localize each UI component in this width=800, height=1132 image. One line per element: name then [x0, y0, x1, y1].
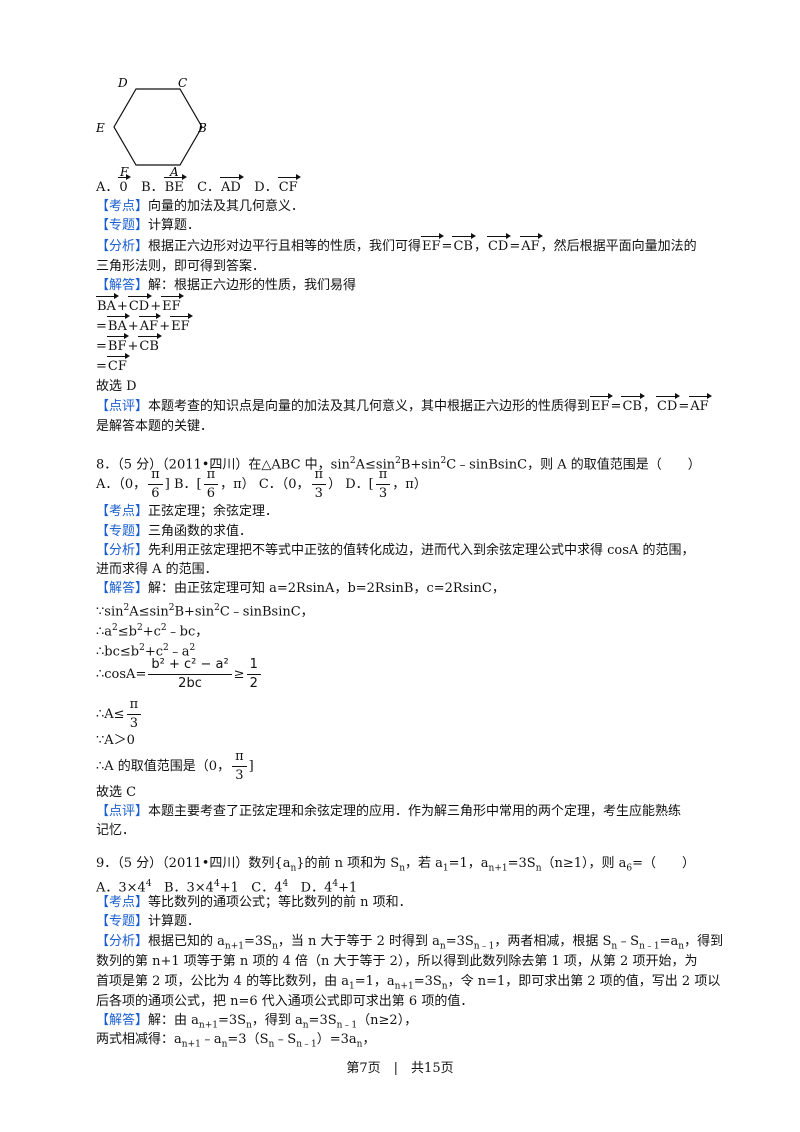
- label-A: A: [169, 165, 179, 179]
- q7-fenxi-1: 【分析】根据正六边形对边平行且相等的性质，我们可得EF=CB，CD=AF，然后根…: [96, 233, 697, 254]
- q7-kaodian: 【考点】向量的加法及其几何意义．: [96, 199, 305, 214]
- label-B: B: [197, 121, 207, 135]
- label-F: F: [119, 165, 129, 179]
- q8-jieda: 【解答】解：由正弦定理可知 a=2RsinA，b=2RsinB，c=2RsinC…: [96, 581, 505, 596]
- label-D: D: [117, 76, 128, 90]
- q8-line-2: ∴a2≤b2+c2﹣bc，: [96, 623, 209, 640]
- q9-zhuanti: 【专题】计算题．: [96, 914, 201, 929]
- q7-step-3: =BF+CB: [96, 333, 162, 354]
- q9-options: A．3×44 B．3×44+1 C．44 D．44+1: [96, 879, 358, 896]
- q9-fenxi-2: 数列的第 n+1 项等于第 n 项的 4 倍（n 大于等于 2），所以得到此数列…: [96, 954, 698, 969]
- q7-options: A．0 B．BE C．AD D．CF: [96, 174, 301, 195]
- q7-step-2: =BA+AF+EF: [96, 313, 193, 334]
- q9-kaodian: 【考点】等比数列的通项公式；等比数列的前 n 项和．: [96, 895, 412, 910]
- q7-answer: 故选 D: [96, 379, 137, 394]
- q7-step-4: =CF: [96, 353, 130, 374]
- q9-fenxi-4: 后各项的通项公式，把 n=6 代入通项公式即可求出第 6 项的值．: [96, 994, 474, 1009]
- q8-stem: 8．（5 分）（2011•四川）在△ABC 中，sin2A≤sin2B+sin2…: [96, 456, 701, 473]
- q7-dianping-2: 是解答本题的关键．: [96, 419, 214, 434]
- q8-fenxi-1: 【分析】先利用正弦定理把不等式中正弦的值转化成边，进而代入到余弦定理公式中求得 …: [96, 543, 695, 558]
- q8-zhuanti: 【专题】三角函数的求值．: [96, 524, 253, 539]
- q7-step-1: BA+CD+EF: [96, 293, 184, 314]
- q9-jieda-2: 两式相减得：an+1﹣an=3（Sn﹣Sn﹣1）=3an，: [96, 1032, 376, 1050]
- q7-jieda: 【解答】解：根据正六边形的性质，我们易得: [96, 278, 357, 293]
- label-E: E: [95, 121, 105, 135]
- page-footer: 第7页 | 共15页: [346, 1061, 454, 1076]
- q7-zhuanti: 【专题】计算题．: [96, 218, 201, 233]
- label-C: C: [178, 76, 187, 90]
- q8-dianping-2: 记忆．: [96, 823, 136, 838]
- q7-fenxi-2: 三角形法则，即可得到答案．: [96, 259, 266, 274]
- hexagon-figure: D C E B F A: [95, 76, 207, 179]
- q8-a-gt: ∵A＞0: [96, 733, 135, 748]
- q8-line-3: ∴bc≤b2+c2﹣a2: [96, 643, 196, 660]
- q8-dianping-1: 【点评】本题主要考查了正弦定理和余弦定理的应用．作为解三角形中常用的两个定理，考…: [96, 804, 682, 819]
- q9-fenxi-1: 【分析】根据已知的 an+1=3Sn，当 n 大于等于 2 时得到 an=3Sn…: [96, 934, 724, 952]
- hexagon-shape: [113, 88, 203, 166]
- q9-jieda-1: 【解答】解：由 an+1=3Sn，得到 an=3Sn﹣1（n≥2），: [96, 1013, 418, 1031]
- q8-answer: 故选 C: [96, 785, 137, 800]
- q8-line-1: ∵sin2A≤sin2B+sin2C﹣sinBsinC，: [96, 603, 314, 620]
- q8-kaodian: 【考点】正弦定理；余弦定理．: [96, 504, 279, 519]
- q7-dianping-1: 【点评】本题考查的知识点是向量的加法及其几何意义，其中根据正六边形的性质得到EF…: [96, 393, 713, 414]
- q9-stem: 9．（5 分）（2011•四川）数列{an}的前 n 项和为 Sn，若 a1=1…: [96, 856, 696, 874]
- q9-fenxi-3: 首项是第 2 项，公比为 4 的等比数列，由 a1=1，an+1=3Sn，令 n…: [96, 974, 721, 992]
- q8-fenxi-2: 进而求得 A 的范围．: [96, 562, 218, 577]
